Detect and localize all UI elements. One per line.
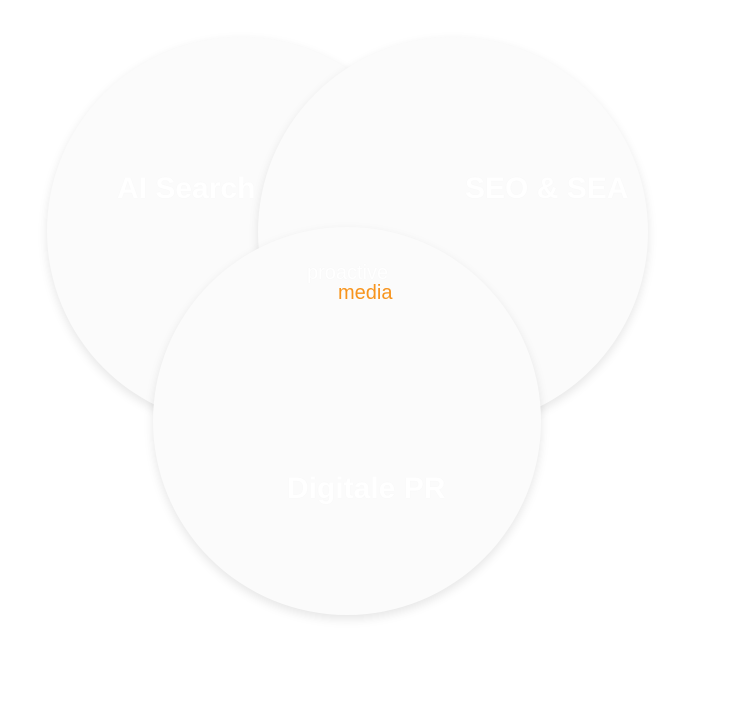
label-seo-sea: SEO & SEA xyxy=(465,172,629,205)
center-logo: proactive media xyxy=(307,263,392,303)
logo-text-bottom: media xyxy=(338,282,393,304)
logo-text-top: proactive xyxy=(307,262,389,284)
label-ai-search: AI Search xyxy=(117,172,256,205)
label-digital-pr: Digitale PR xyxy=(287,472,446,505)
circle-digital-pr xyxy=(153,227,541,615)
